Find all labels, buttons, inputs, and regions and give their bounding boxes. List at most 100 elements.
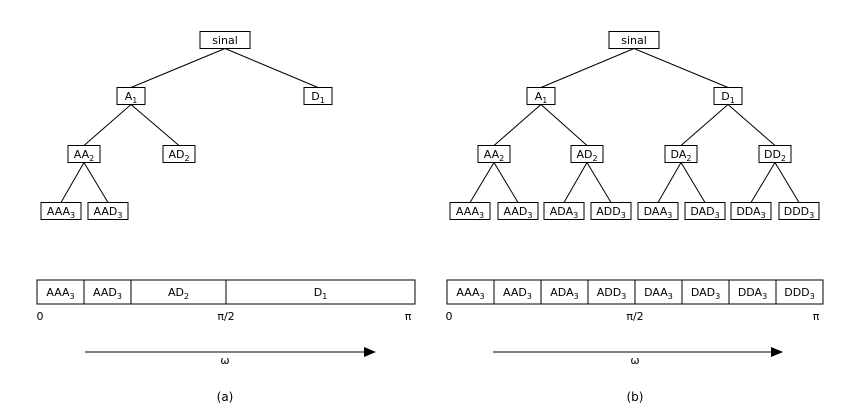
figure-b-tree-edge <box>540 48 635 88</box>
figure-a-band-aad3: AAD3 <box>93 286 122 301</box>
figure-b-tree-edge <box>680 104 729 146</box>
figure-b-node-d1-box <box>713 87 743 105</box>
figure-a-tree-edge <box>83 104 132 146</box>
figure-a-tick-half-pi: π/2 <box>217 310 234 323</box>
figure-b-band-daa3-subscript: 3 <box>668 292 673 301</box>
figure-b-node-dda3-label-subscript: 3 <box>761 211 766 220</box>
figure-b-node-add3-label-base: ADD <box>596 205 620 218</box>
figure-b-node-aaa3-label: AAA3 <box>456 205 484 220</box>
figure-b-node-aad3-box <box>497 202 539 220</box>
figure-b-node-root-label-base: sinal <box>621 34 647 47</box>
figure-b-node-ada3-box <box>543 202 585 220</box>
figure-a-node-aad3-label-base: AAD <box>94 205 118 218</box>
figure-a-band-ad2-base: AD <box>168 286 184 299</box>
figure-a-tick-pi: π <box>405 310 412 323</box>
figure-b-node-aad3-label-subscript: 3 <box>527 211 532 220</box>
figure-a-node-aaa3-label-subscript: 3 <box>70 211 75 220</box>
figure-a-band-ad2: AD2 <box>168 286 189 301</box>
figure-a-node-d1-label-subscript: 1 <box>320 96 325 105</box>
figure-b-node-aa2-label-subscript: 2 <box>499 154 504 163</box>
figure-b-band-daa3: DAA3 <box>644 286 673 301</box>
figure-b-node-ad2-label: AD2 <box>576 148 597 163</box>
figure-b-tree-edge <box>493 162 519 203</box>
figure-b-node-ada3-label-subscript: 3 <box>573 211 578 220</box>
figure-b-node-aaa3-label-base: AAA <box>456 205 480 218</box>
figure-b-tree-edge <box>727 104 776 146</box>
figure-a-node-ad2-label-subscript: 2 <box>184 154 189 163</box>
figure-b-tree-edge <box>563 162 588 203</box>
figure-b-band-aaa3-base: AAA <box>456 286 480 299</box>
figure-b-node-dad3-label: DAD3 <box>690 205 719 220</box>
figure-b-node-daa3-label: DAA3 <box>644 205 673 220</box>
figure-b-node-d1-label: D1 <box>721 90 735 105</box>
figure-a-node-a1-label: A1 <box>125 90 138 105</box>
figure-b-tick-half-pi: π/2 <box>626 310 643 323</box>
figure-b-tree-edge <box>493 104 542 146</box>
figure-a-band-aad3-base: AAD <box>93 286 117 299</box>
figure-b-band-dad3-subscript: 3 <box>715 292 720 301</box>
figure-a-band-d1-subscript: 1 <box>322 292 327 301</box>
figure-b-node-add3-label-subscript: 3 <box>621 211 626 220</box>
figure-b-band-dda3-subscript: 3 <box>762 292 767 301</box>
figure-b-node-daa3-box <box>637 202 679 220</box>
figure-b-tree-edge <box>586 162 612 203</box>
figure-a-node-d1-label-base: D <box>311 90 319 103</box>
figure-b-node-ddd3-label: DDD3 <box>784 205 815 220</box>
figure-b-node-dd2-label: DD2 <box>764 148 786 163</box>
figure-b-tree-edge <box>680 162 706 203</box>
figure-b-node-ddd3-label-base: DDD <box>784 205 809 218</box>
figure-b-node-ad2-label-base: AD <box>576 148 592 161</box>
figure-b-tree-edge <box>540 104 588 146</box>
figure-b-node-add3-box <box>590 202 632 220</box>
figure-a-node-root-label-base: sinal <box>212 34 238 47</box>
figure-a-band-aaa3: AAA3 <box>46 286 74 301</box>
figure-b-node-dda3-label-base: DDA <box>736 205 761 218</box>
figure-b-node-ad2-label-subscript: 2 <box>592 154 597 163</box>
figure-b-node-aaa3-label-subscript: 3 <box>479 211 484 220</box>
figure-b-node-ad2-box <box>570 145 604 163</box>
figure-a-node-a1-label-subscript: 1 <box>132 96 137 105</box>
figure-b-node-dad3-label-base: DAD <box>690 205 714 218</box>
figure-b-node-da2-label-base: DA <box>671 148 687 161</box>
figure-b-tree-edge <box>469 162 495 203</box>
figure-b-node-d1-label-base: D <box>721 90 729 103</box>
figure-a-node-aa2-label: AA2 <box>74 148 94 163</box>
figure-b-node-a1-label-subscript: 1 <box>542 96 547 105</box>
figure-b-node-daa3-label-subscript: 3 <box>667 211 672 220</box>
figure-b-node-dd2-label-base: DD <box>764 148 781 161</box>
figure-a-tree-edge <box>130 48 226 88</box>
figure-a-tree-edge <box>224 48 319 88</box>
figure-b-tick-pi: π <box>813 310 820 323</box>
figure-a-tree-edge <box>60 162 85 203</box>
figure-b-node-a1-label: A1 <box>535 90 548 105</box>
figure-b-node-aad3-label: AAD3 <box>504 205 533 220</box>
figure-b-node-aa2-label-base: AA <box>484 148 500 161</box>
figure-b-band-daa3-base: DAA <box>644 286 668 299</box>
figure-b-node-da2-box <box>664 145 698 163</box>
figure-b-band-ada3: ADA3 <box>550 286 578 301</box>
figure-a-tree-edge <box>130 104 180 146</box>
figure-b-node-aaa3-box <box>449 202 491 220</box>
figure-b-band-add3-subscript: 3 <box>621 292 626 301</box>
figure-b-omega-label: ω <box>630 354 639 367</box>
figure-a-node-aa2-label-subscript: 2 <box>89 154 94 163</box>
figure-a-node-ad2-label: AD2 <box>168 148 189 163</box>
figure-b-node-dd2-box <box>758 145 792 163</box>
figure-b-band-aaa3-subscript: 3 <box>480 292 485 301</box>
figure-a-node-aad3-label-subscript: 3 <box>117 211 122 220</box>
figure-b-node-d1-label-subscript: 1 <box>730 96 735 105</box>
figure-a-node-d1-label: D1 <box>311 90 325 105</box>
figure-b-node-daa3-label-base: DAA <box>644 205 668 218</box>
figure-a-node-aad3-label: AAD3 <box>94 205 123 220</box>
figure-a-band-ad2-subscript: 2 <box>184 292 189 301</box>
figure-a-band-d1-base: D <box>314 286 322 299</box>
figure-b-tree-edge <box>750 162 776 203</box>
figure-b-node-dd2-label-subscript: 2 <box>781 154 786 163</box>
figure-b-tick-zero: 0 <box>446 310 453 323</box>
figure-a-node-a1-label-base: A <box>125 90 133 103</box>
figure-b-tree-edge <box>774 162 800 203</box>
figure-a-node-aa2-label-base: AA <box>74 148 90 161</box>
figure-b-node-ddd3-box <box>778 202 820 220</box>
figure-b-node-add3-label: ADD3 <box>596 205 626 220</box>
figure-b-node-ddd3-label-subscript: 3 <box>809 211 814 220</box>
